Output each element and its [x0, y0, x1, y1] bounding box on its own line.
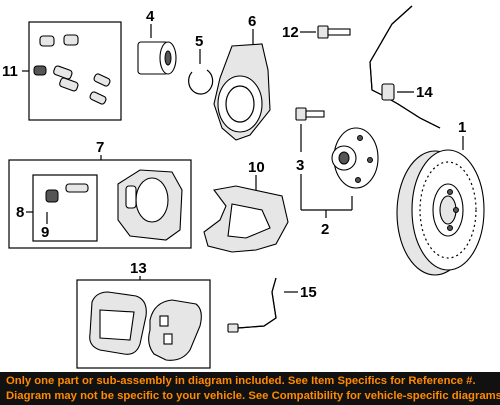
brake-parts-diagram: 11 4 5 6 12 — [2, 5, 485, 369]
callout-9: 9 — [41, 224, 49, 241]
callout-4: 4 — [146, 8, 155, 25]
callout-13: 13 — [130, 260, 147, 277]
wheel-bearing-group: 4 — [137, 8, 177, 75]
callout-1: 1 — [458, 119, 466, 136]
disclaimer-banner: Only one part or sub-assembly in diagram… — [0, 372, 500, 405]
hub-group: 3 2 — [295, 107, 379, 238]
callout-11: 11 — [2, 63, 18, 80]
callout-6: 6 — [248, 13, 256, 30]
callout-14: 14 — [416, 84, 433, 101]
dust-shield-group: 6 — [213, 13, 271, 141]
disclaimer-line-1: Only one part or sub-assembly in diagram… — [6, 375, 476, 387]
callout-15: 15 — [300, 284, 317, 301]
callout-8: 8 — [16, 204, 24, 221]
caliper-bracket-group: 10 — [203, 159, 289, 253]
hardware-kit-group: 11 — [2, 21, 122, 121]
caliper-box — [8, 159, 192, 249]
callout-7: 7 — [96, 139, 104, 156]
guide-pin-box — [32, 174, 98, 242]
hardware-pins — [33, 34, 111, 105]
bolt-12-group: 12 — [282, 24, 351, 41]
callout-12: 12 — [282, 24, 299, 41]
caliper-group: 7 8 9 — [8, 139, 192, 249]
callout-5: 5 — [195, 33, 203, 50]
brake-pads-box — [76, 279, 211, 369]
snap-ring-group: 5 — [188, 33, 214, 95]
brake-pads-group: 13 — [76, 260, 211, 369]
callout-10: 10 — [248, 159, 265, 176]
callout-3: 3 — [296, 157, 304, 174]
disclaimer-line-2: Diagram may not be specific to your vehi… — [6, 390, 500, 402]
brake-rotor-group: 1 — [396, 119, 485, 276]
callout-2: 2 — [321, 221, 329, 238]
hardware-kit-box — [28, 21, 122, 121]
brake-line-group: 14 — [369, 5, 441, 129]
brake-pipe-group: 15 — [227, 277, 317, 333]
